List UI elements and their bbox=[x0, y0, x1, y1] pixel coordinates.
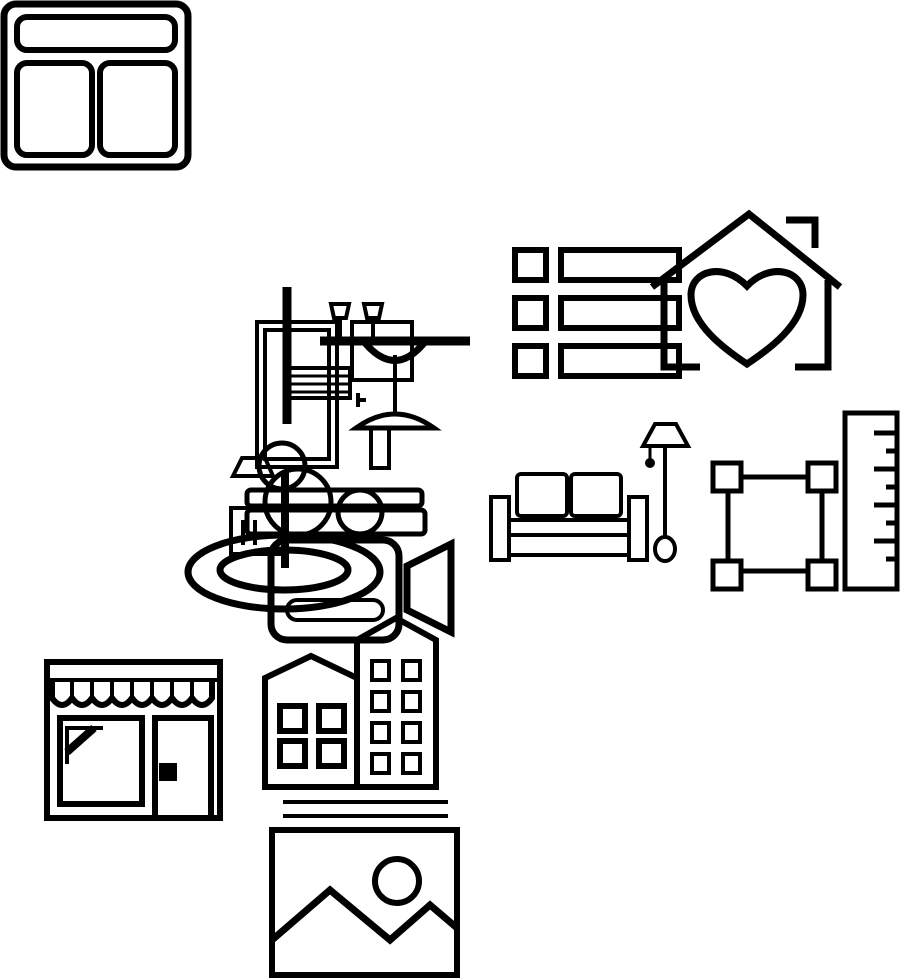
wall-shelf-icon bbox=[255, 287, 352, 469]
video-camera-icon bbox=[267, 536, 455, 644]
house-heart-icon bbox=[649, 209, 843, 371]
layout-grid-icon bbox=[0, 0, 192, 171]
sofa-icon bbox=[489, 472, 649, 562]
storefront-icon bbox=[44, 659, 223, 821]
dimensions-ruler-icon bbox=[710, 410, 900, 592]
apartment-buildings-icon bbox=[262, 614, 439, 790]
wine-glasses-icon bbox=[320, 302, 470, 470]
pool-float-icon bbox=[184, 531, 384, 613]
floor-lamp-icon bbox=[639, 422, 692, 563]
image-icon bbox=[269, 800, 460, 978]
list-icon bbox=[512, 247, 682, 379]
